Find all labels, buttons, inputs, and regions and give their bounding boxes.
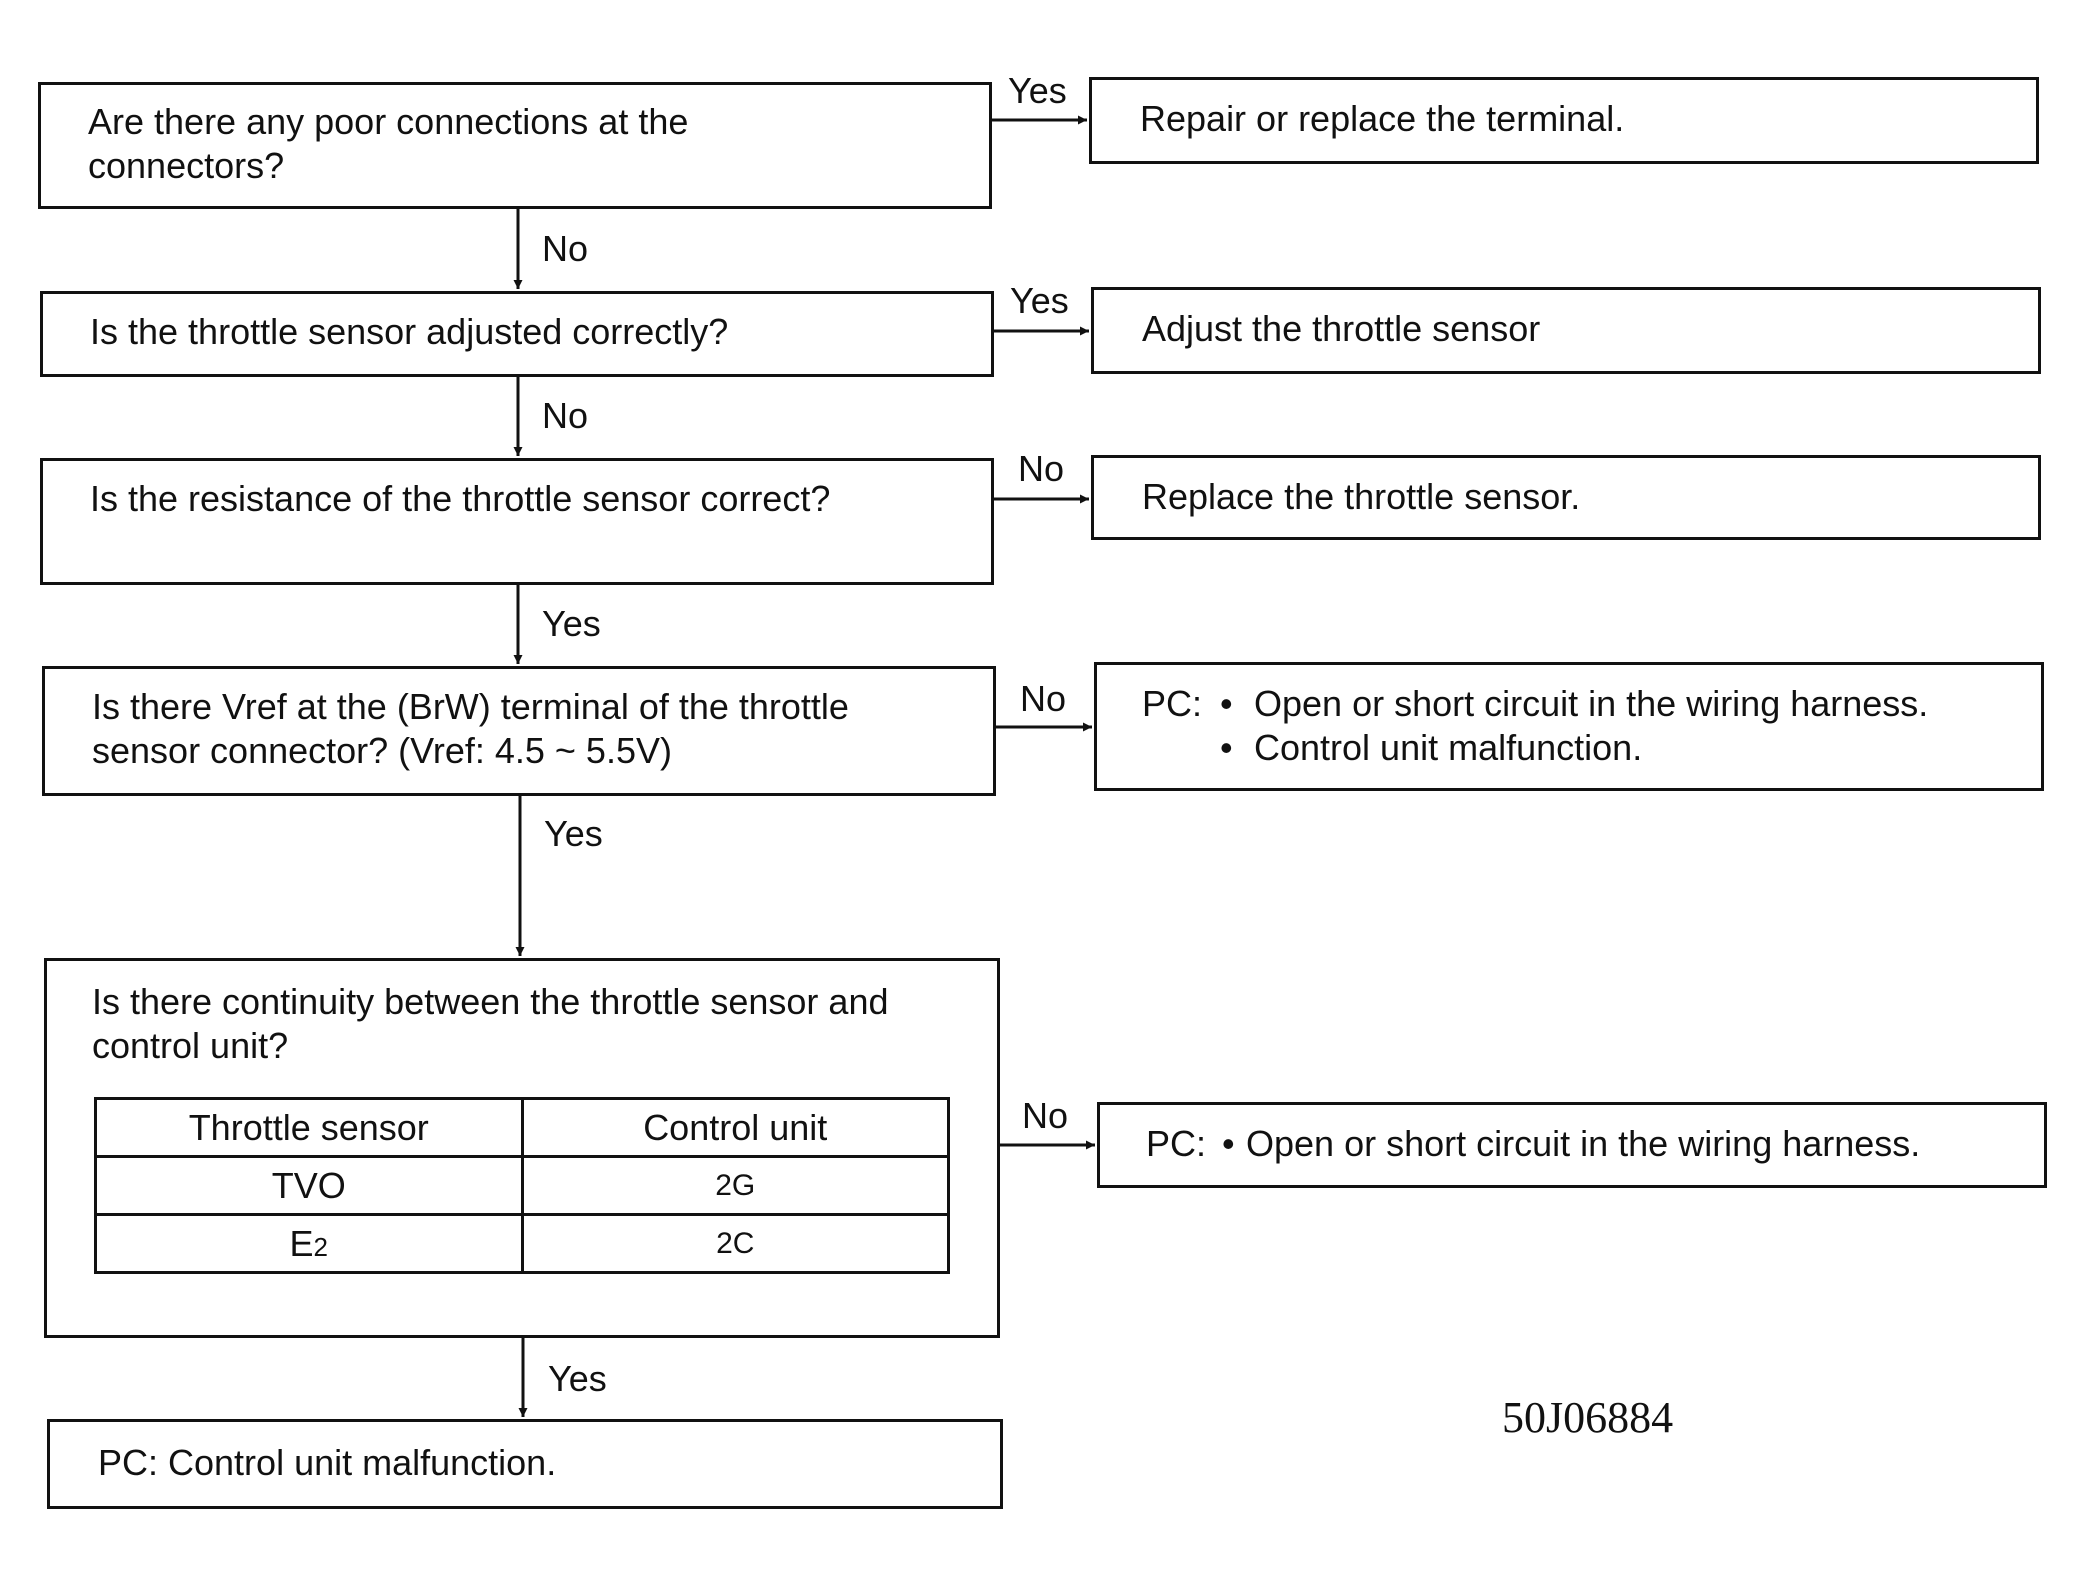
question-text: Are there any poor connections at the xyxy=(88,101,689,142)
question-text: Is there Vref at the (BrW) terminal of t… xyxy=(92,686,849,727)
question-box-vref xyxy=(42,666,996,796)
table-row: E2 2C xyxy=(94,1213,950,1274)
question-text: Is the throttle sensor adjusted correctl… xyxy=(90,311,729,352)
branch-label-yes: Yes xyxy=(544,813,603,854)
question-text-line2: control unit? xyxy=(92,1025,289,1066)
branch-label-yes: Yes xyxy=(542,603,601,644)
column-header: Control unit xyxy=(520,1097,950,1158)
question-text: Is there continuity between the throttle… xyxy=(92,981,889,1022)
branch-label-no: No xyxy=(1022,1095,1069,1136)
table-row: TVO 2G xyxy=(94,1155,950,1216)
question-box-sensor-adjusted xyxy=(40,291,994,377)
bullet-text: Open or short circuit in the wiring harn… xyxy=(1254,683,1929,724)
action-box-adjust-sensor xyxy=(1091,287,2041,374)
bullet-icon: • xyxy=(1222,1123,1235,1164)
action-box-repair-terminal xyxy=(1089,77,2039,164)
bullet-text: Open or short circuit in the wiring harn… xyxy=(1246,1123,1921,1164)
sensor-subscript: 2 xyxy=(313,1231,328,1262)
sensor-symbol: E xyxy=(289,1222,314,1264)
branch-label-no: No xyxy=(1020,678,1067,719)
table-cell-sensor: TVO xyxy=(94,1155,524,1216)
bullet-item: • Open or short circuit in the wiring har… xyxy=(1222,1122,1920,1166)
branch-label-no: No xyxy=(542,228,589,269)
question-box-poor-connections xyxy=(38,82,992,209)
final-box-control-unit xyxy=(47,1419,1003,1509)
figure-code: 50J06884 xyxy=(1502,1393,1674,1442)
action-prefix: PC: xyxy=(1142,683,1203,724)
table-header-row: Throttle sensor Control unit xyxy=(94,1097,950,1158)
branch-label-no: No xyxy=(542,395,589,436)
branch-label-yes: Yes xyxy=(548,1358,607,1399)
branch-label-yes: Yes xyxy=(1010,280,1069,321)
bullet-icon: • xyxy=(1220,727,1233,768)
branch-label-no: No xyxy=(1018,448,1065,489)
question-text-line2: sensor connector? (Vref: 4.5 ~ 5.5V) xyxy=(92,730,672,771)
question-text: Is the resistance of the throttle sensor… xyxy=(90,478,831,519)
action-box-replace-sensor xyxy=(1091,455,2041,540)
action-box-pc-harness xyxy=(1097,1102,2047,1188)
action-text: Replace the throttle sensor. xyxy=(1142,476,1581,517)
table-cell-sensor: E2 xyxy=(94,1213,524,1274)
question-text-line2: connectors? xyxy=(88,145,285,186)
bullet-item: • Open or short circuit in the wiring har… xyxy=(1220,682,1928,726)
action-text: Adjust the throttle sensor xyxy=(1142,308,1541,349)
branch-label-yes: Yes xyxy=(1008,70,1067,111)
bullet-item: • Control unit malfunction. xyxy=(1220,726,1642,770)
column-header: Throttle sensor xyxy=(94,1097,524,1158)
bullet-text: Control unit malfunction. xyxy=(1254,727,1643,768)
action-prefix: PC: xyxy=(1146,1123,1207,1164)
table-cell-unit: 2C xyxy=(520,1213,950,1274)
final-text: PC: Control unit malfunction. xyxy=(98,1442,557,1483)
action-text: Repair or replace the terminal. xyxy=(1140,98,1625,139)
table-cell-unit: 2G xyxy=(520,1155,950,1216)
question-box-sensor-resistance xyxy=(40,458,994,585)
continuity-table: Throttle sensor Control unit TVO 2G E2 2… xyxy=(94,1097,950,1274)
bullet-icon: • xyxy=(1220,683,1233,724)
action-box-pc-harness-control xyxy=(1094,662,2044,791)
